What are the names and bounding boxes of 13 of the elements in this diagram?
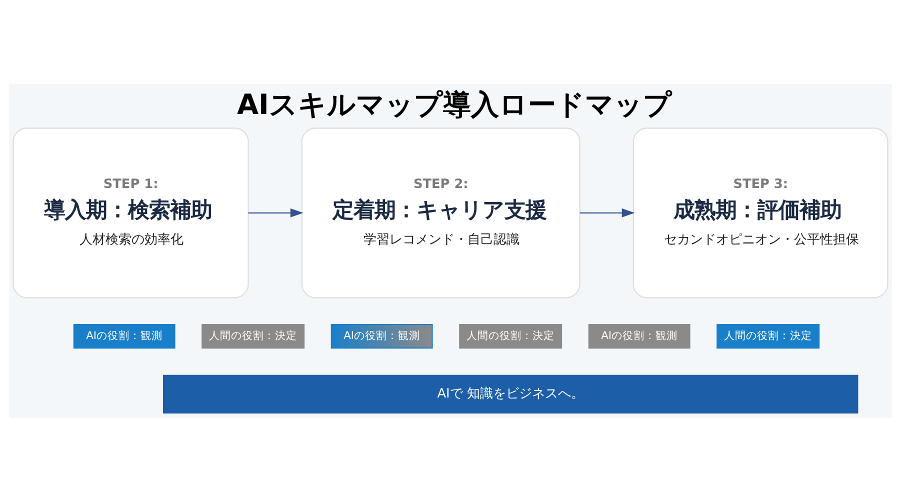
node-box: AIの役割：観測 bbox=[72, 324, 175, 349]
node-box: 人間の役割：決定 bbox=[458, 324, 562, 349]
node-box: STEP 1: 導入期：検索補助 人材検索の効率化 bbox=[12, 128, 248, 298]
node-box: STEP 2: 定着期：キャリア支援 学習レコメンド・自己認識 bbox=[300, 128, 580, 298]
arrow bbox=[579, 208, 634, 218]
node-box: AIの役割：観測 bbox=[330, 324, 432, 349]
node-box: 人間の役割：決定 bbox=[201, 324, 304, 349]
node-box: STEP 3: 成熟期：評価補助 セカンドオピニオン・公平性担保 bbox=[632, 128, 888, 298]
arrow bbox=[248, 208, 303, 218]
node-box: 人間の役割：決定 bbox=[716, 324, 820, 349]
label: AIで 知識をビジネスへ。 bbox=[436, 386, 584, 402]
diagram-title: AIスキルマップ導入ロードマップ bbox=[236, 88, 672, 121]
node-box: AIの役割：観測 bbox=[588, 324, 690, 349]
